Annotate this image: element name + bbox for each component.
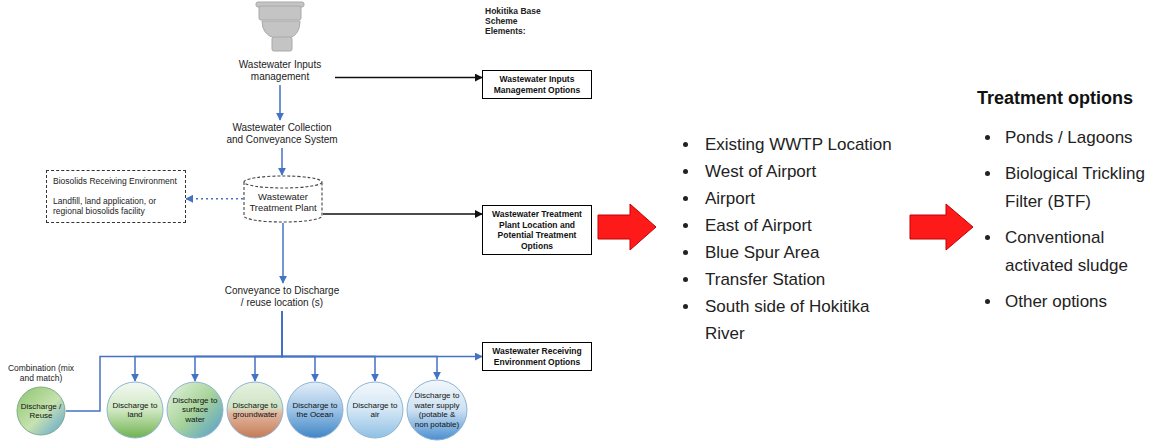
red-arrow: [910, 204, 973, 250]
flow-connector: [335, 77, 482, 79]
flow-connector: [255, 311, 282, 381]
flow-connector: [281, 148, 283, 175]
node-text: Wastewater Treatment Plant Location and …: [487, 209, 587, 251]
list-item: Blue Spur Area: [705, 239, 910, 266]
node-text: Discharge to surface water: [171, 396, 219, 425]
options-box: Wastewater Inputs Management Options: [482, 70, 592, 99]
toilet-icon: [256, 2, 304, 51]
combination-circle: Combination (mix and match) Discharge / R…: [2, 363, 80, 436]
flow-connector: [282, 311, 482, 357]
options-box: Wastewater Treatment Plant Location and …: [482, 205, 592, 255]
treatment-list: Ponds / LagoonsBiological Trickling Filt…: [1005, 124, 1145, 324]
flow-step: Conveyance to Discharge / reuse location…: [222, 283, 342, 311]
list-item: Ponds / Lagoons: [1005, 124, 1145, 152]
list-item: Other options: [1005, 288, 1145, 316]
node-text: Discharge to land: [111, 401, 159, 420]
scheme-heading: Hokitika Base Scheme Elements:: [485, 6, 547, 36]
flow-connector: [323, 213, 482, 215]
discharge-circle: Discharge to the Ocean: [286, 381, 344, 439]
flow-connector: [186, 198, 243, 200]
discharge-circle: Discharge to surface water: [166, 381, 224, 439]
flow-connector: [282, 223, 284, 283]
list-item: South side of Hokitika River: [705, 293, 910, 347]
node-text: Wastewater Receiving Environment Options: [487, 346, 587, 367]
location-list: Existing WWTP LocationWest of AirportAir…: [705, 131, 910, 347]
node-text: Biosolids Receiving Environment: [53, 176, 179, 187]
node-text: Discharge to air: [351, 401, 399, 420]
discharge-circle: Discharge to land: [106, 381, 164, 439]
flow-connector: [282, 311, 315, 381]
list-item: Existing WWTP Location: [705, 131, 910, 158]
node-text: Discharge to the Ocean: [291, 401, 339, 420]
discharge-circle: Discharge to water supply (potable & non…: [406, 379, 468, 441]
options-box: Wastewater Receiving Environment Options: [482, 342, 592, 371]
node-text: Wastewater Collection and Conveyance Sys…: [224, 122, 340, 146]
combination-shape: Discharge / Reuse: [16, 386, 66, 436]
treatment-plant-cylinder: Wastewater Treatment Plant: [243, 175, 323, 223]
flow-step: Wastewater Collection and Conveyance Sys…: [222, 120, 342, 148]
node-text: Wastewater Treatment Plant: [247, 191, 319, 213]
flow-connector: [279, 85, 281, 120]
node-text: Conveyance to Discharge / reuse location…: [224, 285, 340, 309]
red-arrow: [598, 204, 656, 250]
discharge-circle: Discharge to groundwater: [226, 381, 284, 439]
biosolids-box: Biosolids Receiving EnvironmentLandfill,…: [46, 170, 186, 223]
node-text: Landfill, land application, or regional …: [53, 196, 179, 217]
flow-connector: [282, 311, 375, 381]
node-text: Discharge to groundwater: [231, 401, 279, 420]
node-text: Discharge to water supply (potable & non…: [411, 391, 463, 429]
list-item: Conventional activated sludge: [1005, 224, 1145, 280]
list-item: Biological Trickling Filter (BTF): [1005, 160, 1145, 216]
list-item: East of Airport: [705, 212, 910, 239]
flow-connector: [282, 311, 437, 379]
node-text: Wastewater Inputs Management Options: [487, 74, 587, 95]
flow-step: Wastewater Inputs management: [225, 57, 335, 85]
discharge-circle: Discharge to air: [346, 381, 404, 439]
node-text: Discharge / Reuse: [20, 402, 62, 421]
flow-connector: [135, 311, 282, 381]
list-item: Airport: [705, 185, 910, 212]
list-item: West of Airport: [705, 158, 910, 185]
flow-connector: [195, 311, 282, 381]
node-text: Combination (mix and match): [2, 363, 80, 383]
node-text: Wastewater Inputs management: [227, 59, 333, 83]
list-heading: Treatment options: [977, 88, 1167, 109]
list-item: Transfer Station: [705, 266, 910, 293]
